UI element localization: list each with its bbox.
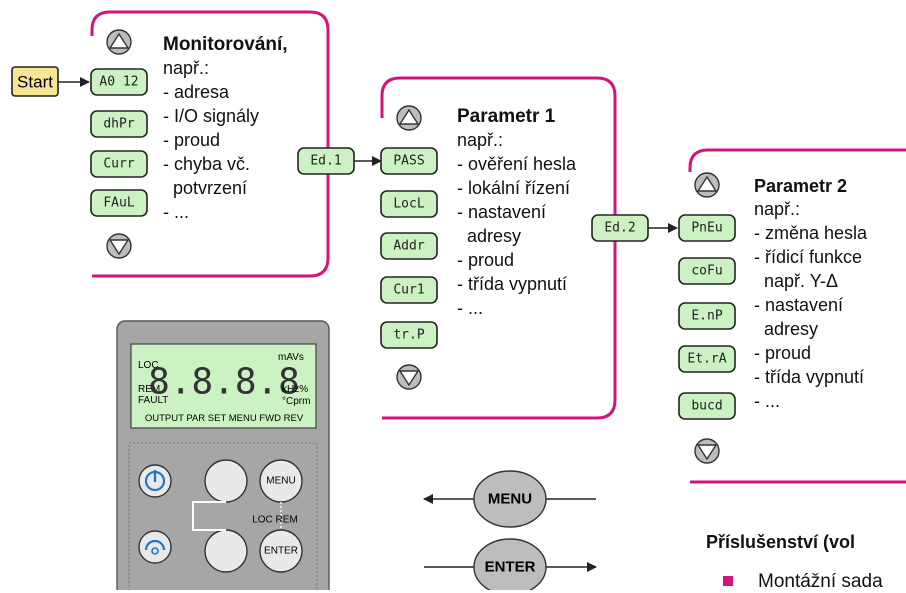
down-arrow-icon <box>108 239 130 256</box>
menu-legend-key <box>473 470 547 528</box>
lcd-code-box <box>90 110 148 138</box>
lcd-code: E.nP <box>691 309 722 324</box>
up-arrow-icon <box>696 175 718 192</box>
list-item: - lokální řízení <box>457 178 571 198</box>
device-lcd <box>130 343 317 429</box>
down-arrow-icon <box>398 370 420 387</box>
up-arrow-icon <box>398 108 420 125</box>
accessories-item: Montážní sada <box>758 571 883 592</box>
list-item: adresy <box>754 319 819 339</box>
lcd-code-box <box>678 257 736 285</box>
lcd-code: coFu <box>691 264 722 279</box>
lcd-units-top: mAVs <box>278 352 304 363</box>
parameter2-text: Parametr 2 např.: - změna hesla - řídicí… <box>754 176 867 413</box>
lcd-loc-label: LOC <box>138 360 159 371</box>
lcd-code-box <box>90 150 148 178</box>
keypad-button-upper[interactable] <box>204 459 248 503</box>
lcd-code: bucd <box>691 399 722 414</box>
menu-legend-label: MENU <box>488 491 532 508</box>
lcd-units-bot: °Cprm <box>282 396 310 407</box>
list-item: - proud <box>754 343 812 363</box>
list-item: - ... <box>457 298 483 318</box>
lcd-fault-label: FAULT <box>138 395 168 406</box>
list-item: - nastavení <box>457 202 547 222</box>
lcd-code-box <box>380 321 438 349</box>
lcd-code: Addr <box>393 239 424 254</box>
list-item: - třída vypnutí <box>457 274 568 294</box>
accessories-heading: Příslušenství (vol <box>706 532 856 552</box>
keypad-button-lower[interactable] <box>204 529 248 573</box>
list-item: - řídicí funkce <box>754 247 863 267</box>
lcd-code-box <box>90 189 148 217</box>
lcd-code: Cur1 <box>393 283 424 298</box>
lcd-code-box <box>90 68 148 96</box>
parameter2-title: Parametr 2 <box>754 176 848 196</box>
down-arrow-icon <box>696 444 718 461</box>
lcd-code: Curr <box>103 157 134 172</box>
monitoring-title: Monitorování, <box>163 34 288 55</box>
monitoring-menu-box <box>90 10 330 278</box>
lcd-code: PASS <box>393 154 424 169</box>
list-item: např. Y-Δ <box>754 271 839 291</box>
lcd-rem-label: REM <box>138 384 160 395</box>
lcd-code-box <box>678 214 736 242</box>
lcd-digits: 8.8.8.8 <box>148 362 300 403</box>
list-item: např.: <box>754 199 801 219</box>
lcd-code-box <box>678 392 736 420</box>
stop-icon-dot <box>151 547 159 555</box>
lcd-code: PnEu <box>691 221 722 236</box>
enter-key[interactable] <box>259 529 303 573</box>
list-item: např.: <box>457 130 504 150</box>
lcd-code: Ed.1 <box>310 154 341 169</box>
list-item: - nastavení <box>754 295 844 315</box>
lcd-code-box <box>678 345 736 373</box>
list-item: např.: <box>163 58 210 78</box>
monitoring-text: Monitorování, např.: - adresa - I/O sign… <box>163 34 288 224</box>
lcd-code-box <box>380 147 438 175</box>
lcd-code: tr.P <box>393 328 424 343</box>
lcd-code: Et.rA <box>687 352 726 367</box>
lcd-code: dhPr <box>103 117 134 132</box>
loc-rem-label: LOC REM <box>252 515 298 526</box>
menu-key-label: MENU <box>266 476 295 487</box>
list-item: - adresa <box>163 82 230 102</box>
list-item: - ověření hesla <box>457 154 577 174</box>
keypad-area <box>128 442 318 590</box>
lcd-code: LocL <box>393 197 424 212</box>
lcd-code: A0 12 <box>99 75 138 90</box>
list-item: - proud <box>163 130 221 150</box>
stop-icon <box>144 539 166 551</box>
parameter1-text: Parametr 1 např.: - ověření hesla - loká… <box>457 106 576 320</box>
lcd-units-mid: kHz% <box>282 384 308 395</box>
lcd-code-box <box>678 302 736 330</box>
list-item: - proud <box>457 250 515 270</box>
keypad-connector <box>192 501 226 531</box>
lcd-code-box <box>380 190 438 218</box>
list-item: - chyba vč. <box>163 154 251 174</box>
accessory-bullet-icon <box>723 576 733 586</box>
list-item: - ... <box>163 202 189 222</box>
lcd-code: Ed.2 <box>604 221 635 236</box>
list-item: - změna hesla <box>754 223 868 243</box>
stop-button[interactable] <box>138 530 172 564</box>
enter-legend-label: ENTER <box>485 559 536 576</box>
list-item: adresy <box>457 226 522 246</box>
up-arrow-icon <box>108 32 130 49</box>
parameter1-title: Parametr 1 <box>457 106 556 127</box>
start-label: Start <box>17 73 53 92</box>
lcd-code: FAuL <box>103 196 134 211</box>
parameter2-menu-box <box>688 148 906 484</box>
enter-legend-key <box>473 538 547 590</box>
lcd-code-box <box>380 276 438 304</box>
list-item: - ... <box>754 391 780 411</box>
lcd-status-row: OUTPUT PAR SET MENU FWD REV <box>145 413 304 424</box>
lcd-code-box <box>380 232 438 260</box>
parameter1-menu-box <box>380 76 617 420</box>
enter-key-label: ENTER <box>264 546 298 557</box>
list-item: - I/O signály <box>163 106 260 126</box>
list-item: - třída vypnutí <box>754 367 865 387</box>
list-item: potvrzení <box>163 178 248 198</box>
